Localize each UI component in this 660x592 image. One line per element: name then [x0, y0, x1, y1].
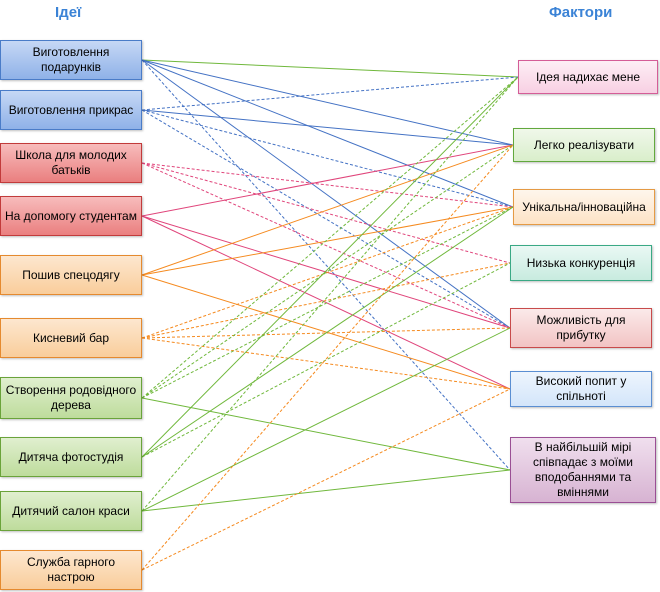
link-i4-f6 — [141, 215, 511, 390]
factor-node-unique: Унікальна/інноваційна — [513, 189, 655, 225]
factor-label: Унікальна/інноваційна — [522, 199, 646, 214]
link-i8-f1 — [141, 76, 519, 458]
idea-node-student-help: На допомогу студентам — [0, 196, 142, 236]
link-i4-f2 — [141, 144, 514, 217]
link-i6-f3 — [141, 206, 514, 339]
idea-node-parents-school: Школа для молодих батьків — [0, 143, 142, 183]
link-i10-f6 — [141, 388, 511, 571]
idea-label: На допомогу студентам — [5, 208, 137, 223]
idea-label: Створення родовідного дерева — [5, 383, 137, 412]
ideas-column-title: Ідеї — [55, 4, 82, 21]
idea-label: Кисневий бар — [32, 330, 110, 345]
idea-label: Дитяча фотостудія — [18, 449, 124, 464]
idea-label: Служба гарного настрою — [26, 555, 116, 584]
link-i3-f4 — [141, 162, 511, 264]
link-i10-f2 — [141, 144, 514, 571]
link-i1-f3 — [141, 59, 514, 208]
link-i2-f5 — [141, 109, 511, 329]
factor-node-inspires: Ідея надихає мене — [518, 60, 658, 94]
link-i7-f3 — [141, 206, 514, 399]
link-i3-f5 — [141, 162, 511, 329]
link-i4-f5 — [141, 215, 511, 329]
idea-label: Пошив спецодягу — [22, 267, 120, 282]
link-i1-f7 — [141, 59, 511, 471]
idea-node-gifts: Виготовлення подарунків — [0, 40, 142, 80]
link-i1-f2 — [141, 59, 514, 146]
factor-node-matches-me: В найбільшій мірі співпадає з моїми впод… — [510, 437, 656, 503]
factor-label: Низька конкуренція — [526, 255, 636, 270]
idea-label: Виготовлення прикрас — [8, 102, 134, 117]
factor-label: Можливість для прибутку — [536, 313, 626, 342]
idea-label: Виготовлення подарунків — [32, 45, 110, 74]
link-i7-f7 — [141, 397, 511, 471]
factor-label: В найбільшій мірі співпадає з моїми впод… — [533, 440, 633, 499]
link-i5-f2 — [141, 144, 514, 276]
idea-label: Школа для молодих батьків — [15, 148, 127, 177]
idea-label: Дитячий салон краси — [12, 503, 130, 518]
link-i6-f4 — [141, 262, 511, 339]
idea-node-good-mood: Служба гарного настрою — [0, 550, 142, 590]
link-i7-f2 — [141, 144, 514, 399]
link-i1-f5 — [141, 59, 511, 329]
idea-node-kids-photo: Дитяча фотостудія — [0, 437, 142, 477]
link-i1-f1 — [141, 59, 519, 78]
link-i6-f6 — [141, 337, 511, 390]
idea-node-kids-salon: Дитячий салон краси — [0, 491, 142, 531]
link-i5-f6 — [141, 274, 511, 390]
link-i8-f4 — [141, 262, 511, 458]
link-i9-f1 — [141, 76, 519, 512]
link-i7-f1 — [141, 76, 519, 399]
idea-node-oxygen-bar: Кисневий бар — [0, 318, 142, 358]
link-i9-f5 — [141, 327, 511, 512]
link-i2-f2 — [141, 109, 514, 146]
link-i9-f7 — [141, 469, 511, 512]
link-i2-f1 — [141, 76, 519, 111]
idea-node-jewelry: Виготовлення прикрас — [0, 90, 142, 130]
factor-label: Високий попит у спільноті — [535, 374, 627, 403]
link-i6-f5 — [141, 327, 511, 339]
factor-node-profit: Можливість для прибутку — [510, 308, 652, 348]
factor-label: Ідея надихає мене — [535, 69, 641, 84]
link-i5-f3 — [141, 206, 514, 276]
factor-node-low-competition: Низька конкуренція — [510, 245, 652, 281]
idea-node-family-tree: Створення родовідного дерева — [0, 377, 142, 419]
factor-label: Легко реалізувати — [533, 137, 635, 152]
factors-column-title: Фактори — [549, 4, 613, 21]
factor-node-demand: Високий попит у спільноті — [510, 371, 652, 407]
link-i8-f3 — [141, 206, 514, 458]
link-i2-f3 — [141, 109, 514, 208]
factor-node-easy: Легко реалізувати — [513, 128, 655, 162]
idea-node-workwear: Пошив спецодягу — [0, 255, 142, 295]
link-i3-f3 — [141, 162, 514, 208]
